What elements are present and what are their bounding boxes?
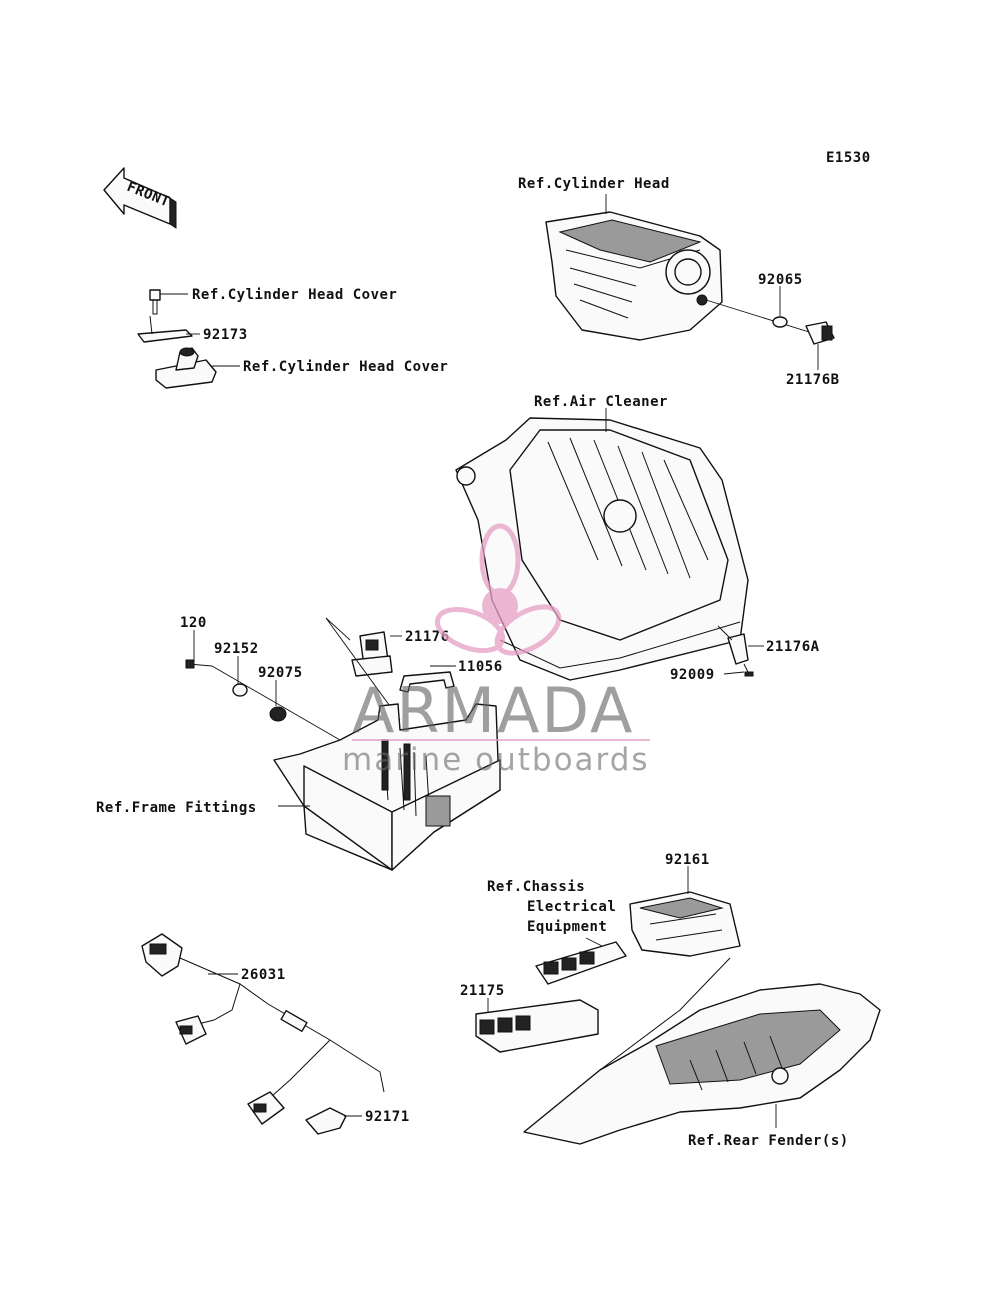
part-92075: 92075 <box>258 665 303 681</box>
screw-92009 <box>743 663 754 677</box>
ref-cylinder-head-cover-bottom: Ref.Cylinder Head Cover <box>243 359 448 375</box>
bolt-120 <box>185 659 213 669</box>
battery-case-drawing <box>273 703 501 871</box>
front-arrow-icon: FRONT <box>103 167 177 229</box>
harness-26031 <box>141 933 385 1125</box>
washer-92065 <box>772 316 788 328</box>
cylinder-head-drawing <box>545 194 723 341</box>
connector-block <box>535 941 627 985</box>
part-92171: 92171 <box>365 1109 410 1125</box>
bracket-11056 <box>399 671 455 693</box>
part-92009: 92009 <box>670 667 715 683</box>
ref-cylinder-head: Ref.Cylinder Head <box>518 176 670 192</box>
ref-air-cleaner: Ref.Air Cleaner <box>534 394 668 410</box>
watermark-brand: ARMADA <box>352 674 634 747</box>
ecu-21175 <box>475 999 599 1053</box>
ref-frame-fittings: Ref.Frame Fittings <box>96 800 257 816</box>
bracket-92173 <box>137 315 193 343</box>
part-92065: 92065 <box>758 272 803 288</box>
bolt-icon <box>149 289 161 315</box>
rear-fender-drawing <box>523 957 881 1145</box>
sensor-21176 <box>351 631 393 677</box>
part-21175: 21175 <box>460 983 505 999</box>
ref-chassis-line2: Electrical <box>527 899 616 915</box>
watermark: ARMADA marine outboards <box>342 523 650 778</box>
part-92152: 92152 <box>214 641 259 657</box>
watermark-tagline: marine outboards <box>342 742 650 778</box>
diagram-code: E1530 <box>826 150 871 166</box>
ref-cylinder-head-cover-top: Ref.Cylinder Head Cover <box>192 287 397 303</box>
part-21176a: 21176A <box>766 639 820 655</box>
collar-92152 <box>232 683 248 697</box>
grommet-92075 <box>269 706 287 722</box>
ref-rear-fender: Ref.Rear Fender(s) <box>688 1133 849 1149</box>
sensor-21176b <box>805 321 835 345</box>
air-cleaner-drawing <box>455 417 749 681</box>
propeller-logo-icon <box>434 523 562 656</box>
part-11056: 11056 <box>458 659 503 675</box>
ecu-holder-92161 <box>629 891 741 957</box>
part-92173: 92173 <box>203 327 248 343</box>
part-26031: 26031 <box>241 967 286 983</box>
part-92161: 92161 <box>665 852 710 868</box>
ref-chassis-line3: Equipment <box>527 919 607 935</box>
clamp-92171 <box>305 1107 347 1135</box>
part-21176: 21176 <box>405 629 450 645</box>
sensor-21176a <box>717 625 749 665</box>
part-120: 120 <box>180 615 207 631</box>
head-cover-breather <box>155 347 217 389</box>
part-21176b: 21176B <box>786 372 840 388</box>
ref-chassis-line1: Ref.Chassis <box>487 879 585 895</box>
